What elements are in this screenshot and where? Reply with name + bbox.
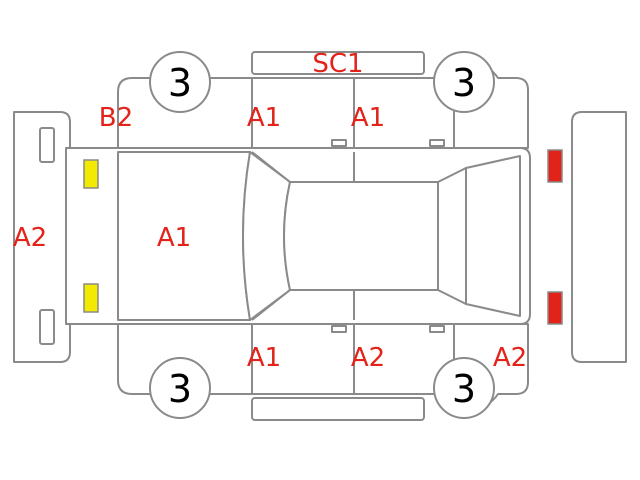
- right-rear-door-handle: [429, 325, 445, 333]
- tire-front-right: 3: [149, 357, 211, 419]
- tire-front-left-score: 3: [168, 61, 192, 105]
- headlight-right: [83, 283, 99, 313]
- code-right-rear-fender: A2: [493, 343, 527, 373]
- headlight-left: [83, 159, 99, 189]
- roof-side-panel-left: [251, 51, 425, 75]
- rear-bumper: [571, 111, 627, 363]
- tire-rear-left: 3: [433, 51, 495, 113]
- tire-rear-left-score: 3: [452, 61, 476, 105]
- tire-rear-right: 3: [433, 357, 495, 419]
- code-left-front-fender: B2: [99, 103, 133, 133]
- code-right-rear-door: A2: [351, 343, 385, 373]
- rear-window: [437, 167, 467, 305]
- tire-front-left: 3: [149, 51, 211, 113]
- trunk: [465, 155, 521, 317]
- taillight-left: [547, 149, 563, 183]
- tire-rear-right-score: 3: [452, 367, 476, 411]
- front-bumper-slot-bottom: [39, 309, 55, 345]
- taillight-right: [547, 291, 563, 325]
- code-left-front-door: A1: [247, 103, 281, 133]
- roof-side-panel-right: [251, 397, 425, 421]
- code-roof-panel: SC1: [312, 49, 363, 79]
- right-front-door-handle: [331, 325, 347, 333]
- code-right-front-door: A1: [247, 343, 281, 373]
- left-front-door-handle: [331, 139, 347, 147]
- left-rear-door-handle: [429, 139, 445, 147]
- code-front-bumper: A2: [13, 223, 47, 253]
- top-view-body: [65, 147, 531, 325]
- roof: [283, 181, 439, 291]
- front-bumper-slot-top: [39, 127, 55, 163]
- front-bumper: [13, 111, 71, 363]
- code-hood: A1: [157, 223, 191, 253]
- code-left-rear-door: A1: [351, 103, 385, 133]
- tire-front-right-score: 3: [168, 367, 192, 411]
